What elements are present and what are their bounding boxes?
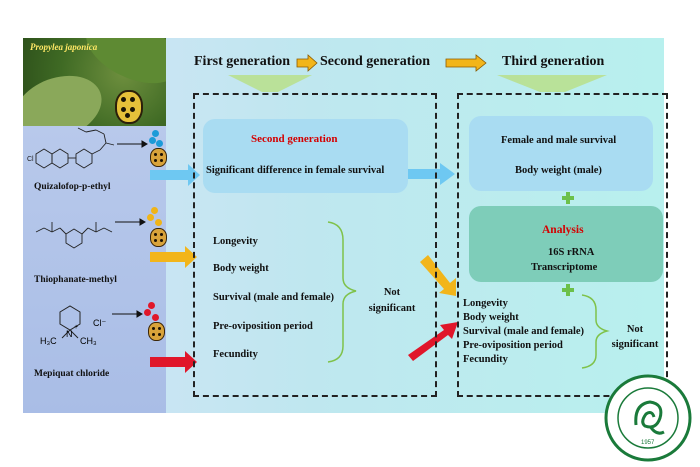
analysis-16s: 16S rRNA (548, 247, 595, 258)
analysis-transcriptome: Transcriptome (531, 262, 598, 273)
header-funnel-right (497, 75, 607, 92)
header-arrow-1 (296, 54, 318, 72)
yellow-arrow-middle (420, 255, 456, 296)
plus-signs (562, 192, 574, 296)
chemical-column (23, 126, 166, 413)
red-arrow-left (150, 351, 197, 373)
right-brace (581, 294, 610, 369)
mepiquat-dot (152, 314, 159, 321)
thiophanate-dot (151, 207, 158, 214)
ladybird-icon (115, 90, 143, 124)
ladybird-icon (148, 322, 165, 341)
second-generation-result-box (203, 119, 408, 193)
second-generation-title: Second generation (251, 133, 338, 145)
header-funnel-left (228, 75, 312, 92)
middle-item-longevity: Longevity (213, 236, 258, 247)
blue-arrow-middle (385, 163, 455, 185)
ladybird-icon (150, 228, 167, 247)
atom-charge: + (74, 324, 79, 331)
chemical-name-mepiquat: Mepiquat chloride (34, 369, 110, 379)
right-not-significant: Not significant (611, 324, 659, 350)
third-result-line2: Body weight (male) (515, 165, 602, 176)
atom-n: N (66, 329, 73, 339)
third-generation-dashed-box (457, 93, 668, 397)
right-item-longevity: Longevity (463, 298, 508, 309)
middle-item-pre-oviposition: Pre-oviposition period (213, 321, 313, 332)
header-arrow-2 (445, 54, 487, 72)
right-item-survival: Survival (male and female) (463, 326, 585, 337)
quizalofop-dot (156, 140, 163, 147)
seal-year: 1957 (641, 440, 655, 446)
right-item-pre-oviposition: Pre-oviposition period (463, 340, 563, 351)
right-item-fecundity: Fecundity (463, 354, 508, 365)
red-arrow-middle (408, 322, 458, 361)
header-first-generation: First generation (194, 54, 291, 69)
atom-ch3: CH₃ (80, 336, 97, 346)
quizalofop-dot (152, 130, 159, 137)
atom-cl: Cl (27, 156, 34, 163)
mepiquat-dot (148, 302, 155, 309)
thiophanate-dot (147, 214, 154, 221)
atom-h3c: H₃C (40, 336, 57, 346)
second-generation-dashed-box (193, 93, 437, 397)
middle-brace (327, 221, 357, 363)
second-generation-text: Significant difference in female surviva… (206, 165, 385, 176)
third-generation-result-box (469, 116, 653, 191)
right-item-body-weight: Body weight (463, 312, 519, 323)
header-third-generation: Third generation (502, 54, 605, 69)
quizalofop-dot (149, 137, 156, 144)
photo-label: Propylea japonica (30, 42, 98, 52)
yellow-arrow-left (150, 246, 197, 268)
atom-cl-ion: Cl⁻ (93, 318, 107, 328)
chemical-name-thiophanate: Thiophanate-methyl (34, 275, 117, 285)
middle-item-survival: Survival (male and female) (213, 292, 335, 303)
middle-not-significant: Not significant (368, 287, 416, 314)
mepiquat-dot (144, 309, 151, 316)
ladybird-photo: Propylea japonica (23, 38, 166, 126)
middle-item-body-weight: Body weight (213, 263, 269, 274)
thiophanate-structure (35, 222, 113, 249)
blue-arrow-left (150, 164, 200, 186)
middle-item-fecundity: Fecundity (213, 349, 258, 360)
thiophanate-dot (155, 219, 162, 226)
chemical-name-quizalofop: Quizalofop-p-ethyl (34, 182, 111, 192)
third-result-line1: Female and male survival (501, 135, 617, 146)
header-second-generation: Second generation (320, 54, 431, 69)
analysis-box (469, 206, 663, 282)
ladybird-icon (150, 148, 167, 167)
quizalofop-structure (35, 127, 115, 169)
mepiquat-structure (59, 305, 81, 339)
analysis-title: Analysis (542, 224, 584, 236)
